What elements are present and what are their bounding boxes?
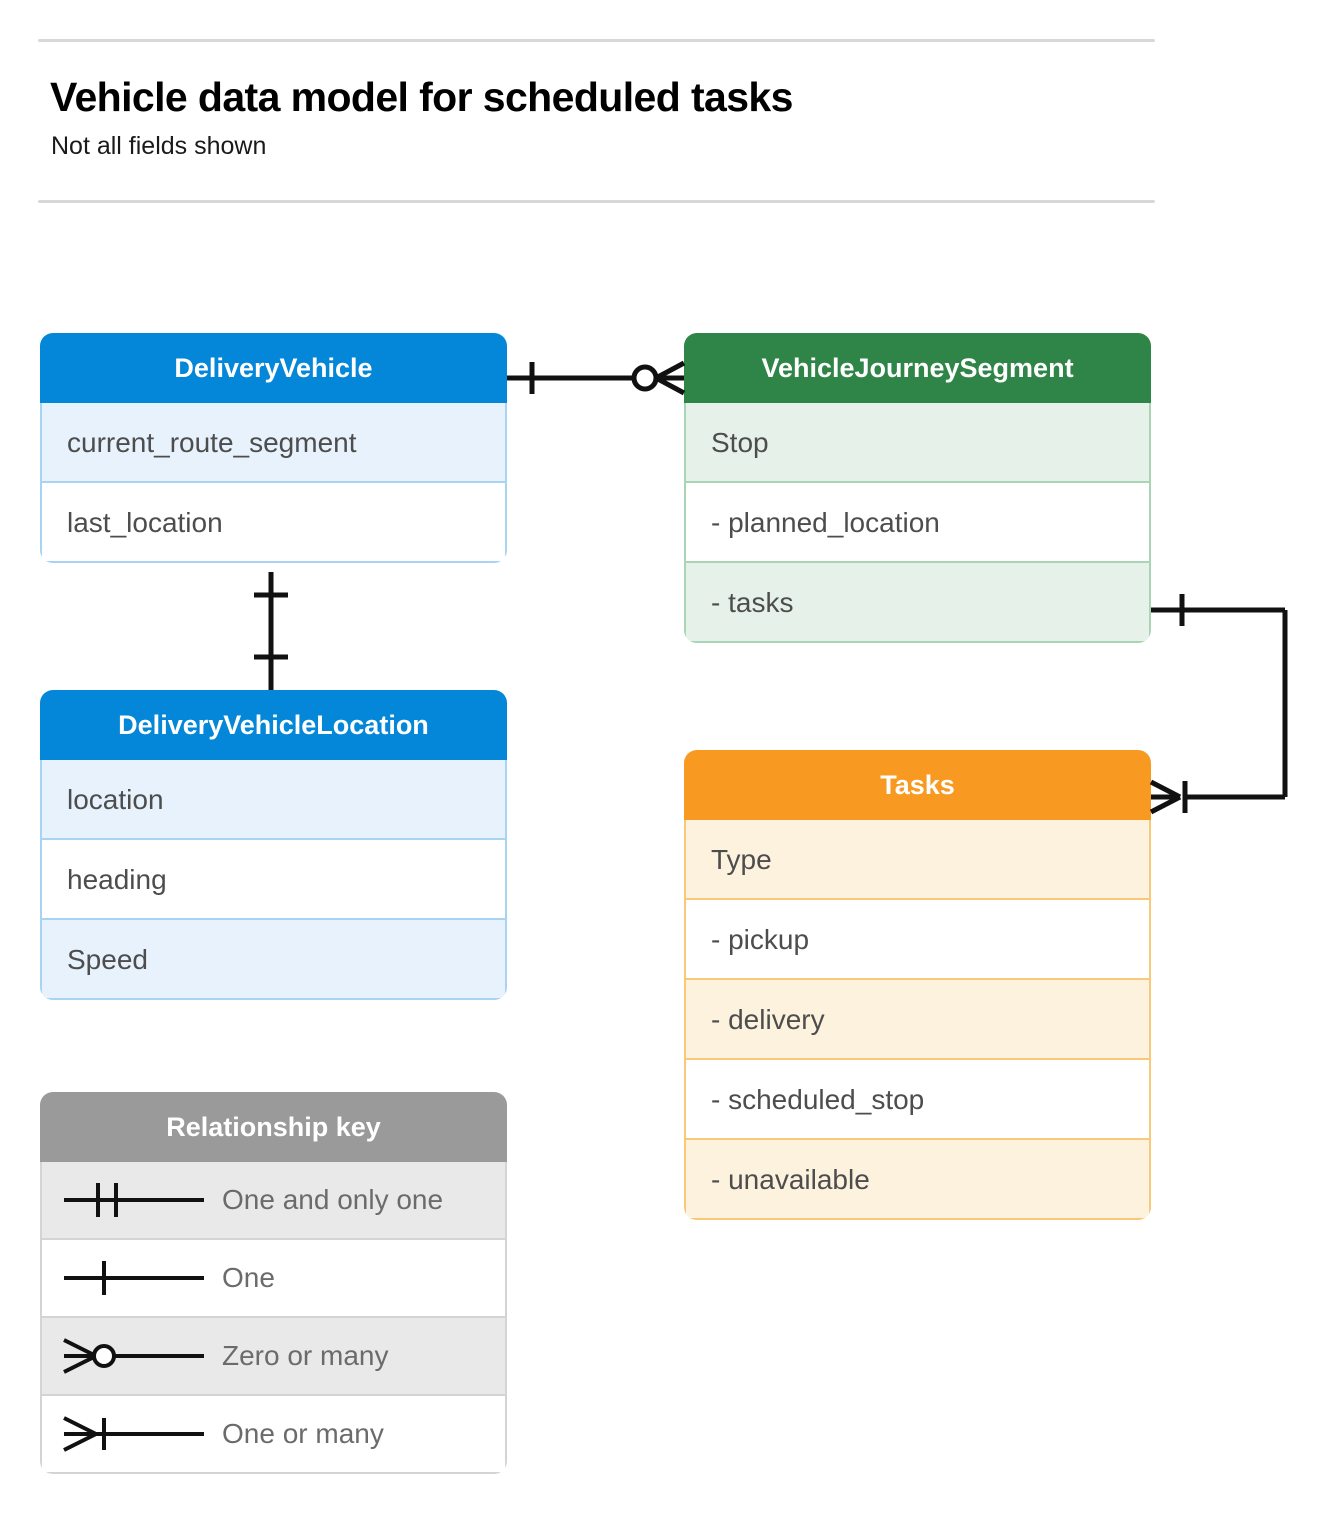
legend-item-label: One and only one bbox=[222, 1184, 444, 1215]
header-divider-top bbox=[38, 39, 1155, 42]
entity-rows-tasks: Type - pickup - delivery - scheduled_sto… bbox=[684, 820, 1151, 1220]
legend-item-one-or-many: One or many bbox=[40, 1396, 507, 1474]
connector-delivery-vehicle-to-vehicle-location bbox=[254, 572, 288, 690]
one-or-many-icon bbox=[63, 1416, 204, 1452]
legend-item-one: One bbox=[40, 1240, 507, 1318]
entity-field-row: Type bbox=[684, 820, 1151, 900]
entity-field-row: location bbox=[40, 760, 507, 840]
legend-item-label: One bbox=[222, 1262, 275, 1293]
entity-header-tasks: Tasks bbox=[684, 750, 1151, 820]
entity-header-vehicle-journey-segment: VehicleJourneySegment bbox=[684, 333, 1151, 403]
entity-tasks[interactable]: Tasks Type - pickup - delivery - schedul… bbox=[684, 750, 1151, 1220]
entity-rows-delivery-vehicle: current_route_segment last_location bbox=[40, 403, 507, 563]
legend-title: Relationship key bbox=[40, 1092, 507, 1162]
entity-field-row: - pickup bbox=[684, 900, 1151, 980]
relationship-key-legend[interactable]: Relationship key One and only one One bbox=[40, 1092, 507, 1474]
page-subtitle: Not all fields shown bbox=[51, 132, 267, 160]
one-icon bbox=[64, 1261, 204, 1295]
entity-field-row: heading bbox=[40, 840, 507, 920]
header-divider-bottom bbox=[38, 200, 1155, 203]
legend-item-label: Zero or many bbox=[222, 1340, 389, 1371]
legend-item-one-and-only-one: One and only one bbox=[40, 1162, 507, 1240]
entity-header-delivery-vehicle: DeliveryVehicle bbox=[40, 333, 507, 403]
zero-or-many-icon bbox=[63, 1338, 204, 1374]
entity-header-delivery-vehicle-location: DeliveryVehicleLocation bbox=[40, 690, 507, 760]
one-and-only-one-icon bbox=[64, 1183, 204, 1217]
entity-field-row: last_location bbox=[40, 483, 507, 563]
entity-field-row: - unavailable bbox=[684, 1140, 1151, 1220]
page-title: Vehicle data model for scheduled tasks bbox=[50, 74, 793, 120]
entity-field-row: - scheduled_stop bbox=[684, 1060, 1151, 1140]
entity-delivery-vehicle[interactable]: DeliveryVehicle current_route_segment la… bbox=[40, 333, 507, 563]
entity-delivery-vehicle-location[interactable]: DeliveryVehicleLocation location heading… bbox=[40, 690, 507, 1000]
connector-journey-segment-to-tasks bbox=[1149, 594, 1288, 815]
entity-field-row: - delivery bbox=[684, 980, 1151, 1060]
legend-item-zero-or-many: Zero or many bbox=[40, 1318, 507, 1396]
entity-rows-vehicle-journey-segment: Stop - planned_location - tasks bbox=[684, 403, 1151, 643]
entity-field-row: current_route_segment bbox=[40, 403, 507, 483]
entity-field-row: Stop bbox=[684, 403, 1151, 483]
connector-delivery-vehicle-to-journey-segment bbox=[507, 360, 686, 396]
legend-item-label: One or many bbox=[222, 1418, 384, 1449]
entity-field-row: - planned_location bbox=[684, 483, 1151, 563]
entity-field-row: Speed bbox=[40, 920, 507, 1000]
entity-vehicle-journey-segment[interactable]: VehicleJourneySegment Stop - planned_loc… bbox=[684, 333, 1151, 643]
entity-rows-delivery-vehicle-location: location heading Speed bbox=[40, 760, 507, 1000]
entity-field-row: - tasks bbox=[684, 563, 1151, 643]
